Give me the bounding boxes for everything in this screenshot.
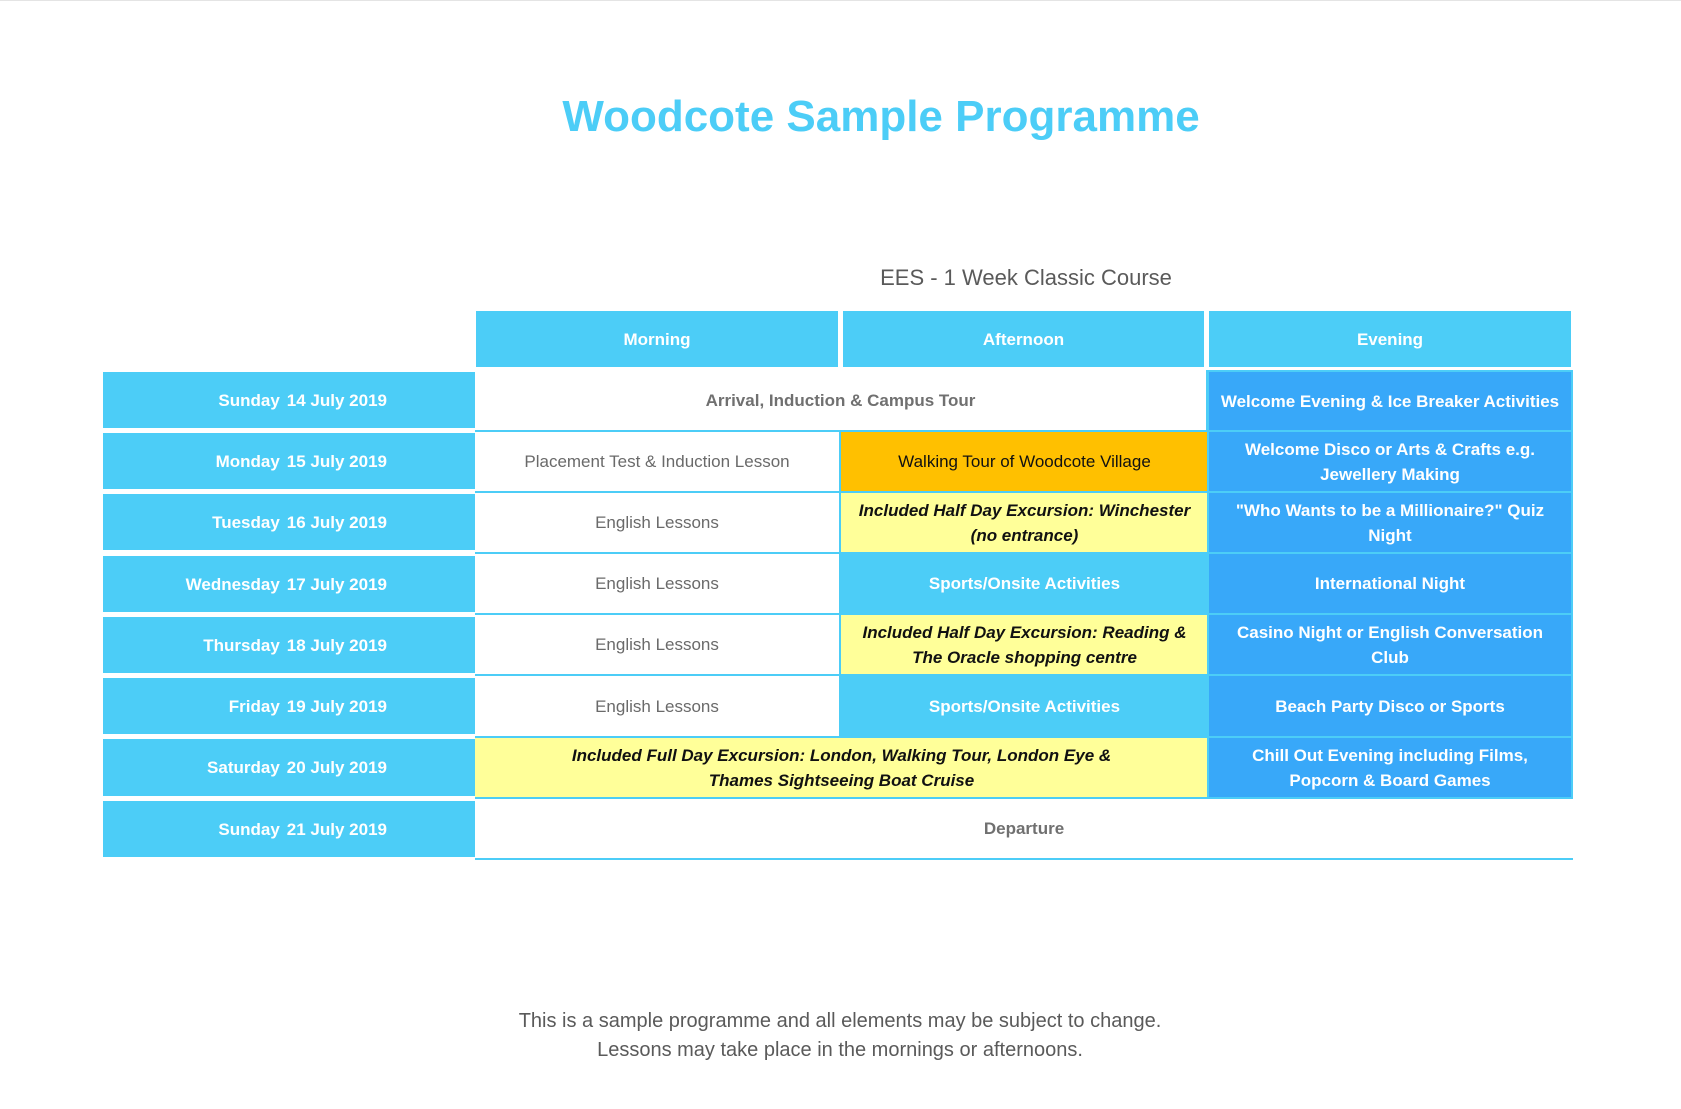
day-label: Friday 19 July 2019 (103, 678, 475, 734)
footer-line: Lessons may take place in the mornings o… (597, 1039, 1083, 1061)
day-label: Tuesday 16 July 2019 (103, 494, 475, 550)
activity-cell: International Night (1207, 554, 1573, 615)
day-name: Thursday (203, 635, 280, 655)
activity-cell: Placement Test & Induction Lesson (475, 432, 841, 493)
activity-cell: English Lessons (475, 554, 841, 615)
page-title: Woodcote Sample Programme (562, 92, 1200, 141)
day-name: Friday (228, 696, 280, 716)
day-name: Sunday (218, 819, 280, 839)
day-date: 15 July 2019 (286, 451, 387, 471)
day-name: Saturday (207, 758, 280, 777)
footer-note: This is a sample programme and all eleme… (470, 1007, 1210, 1065)
day-date: 20 July 2019 (286, 758, 387, 777)
activity-cell: Included Half Day Excursion: Winchester … (841, 493, 1208, 554)
day-name: Monday (215, 451, 280, 471)
activity-cell: Welcome Disco or Arts & Crafts e.g. Jewe… (1207, 432, 1573, 493)
header-evening: Evening (1209, 311, 1571, 367)
activity-cell: Sports/Onsite Activities (841, 676, 1208, 738)
day-date: 21 July 2019 (286, 819, 387, 839)
activity-cell: English Lessons (475, 493, 841, 554)
day-date: 18 July 2019 (286, 635, 387, 655)
day-name: Tuesday (212, 512, 280, 532)
activity-cell: "Who Wants to be a Millionaire?" Quiz Ni… (1207, 493, 1573, 554)
activity-cell: Welcome Evening & Ice Breaker Activities (1207, 370, 1573, 432)
activity-cell: Included Half Day Excursion: Reading & T… (841, 615, 1208, 676)
day-label: Wednesday 17 July 2019 (103, 556, 475, 612)
activity-cell: English Lessons (475, 615, 841, 676)
activity-cell: Beach Party Disco or Sports (1207, 676, 1573, 738)
day-label: Sunday 14 July 2019 (103, 372, 475, 428)
footer-line: This is a sample programme and all eleme… (518, 1010, 1162, 1032)
header-afternoon: Afternoon (843, 311, 1204, 367)
day-label: Sunday 21 July 2019 (103, 801, 475, 857)
day-date: 17 July 2019 (286, 574, 387, 594)
activity-cell: Arrival, Induction & Campus Tour (475, 370, 1208, 432)
header-morning: Morning (476, 311, 838, 367)
activity-cell: Walking Tour of Woodcote Village (841, 432, 1208, 493)
activity-cell: Casino Night or English Conversation Clu… (1207, 615, 1573, 676)
activity-cell: English Lessons (475, 676, 841, 738)
activity-cell: Chill Out Evening including Films, Popco… (1207, 738, 1573, 799)
activity-cell: Departure (475, 799, 1573, 860)
day-date: 14 July 2019 (286, 390, 387, 410)
day-label: Monday 15 July 2019 (103, 433, 475, 489)
activity-cell: Sports/Onsite Activities (841, 554, 1208, 615)
day-date: 16 July 2019 (286, 512, 387, 532)
day-label: Thursday 18 July 2019 (103, 617, 475, 673)
top-divider (0, 0, 1681, 1)
day-name: Sunday (218, 390, 280, 410)
day-date: 19 July 2019 (286, 696, 387, 716)
activity-cell: Included Full Day Excursion: London, Wal… (475, 738, 1208, 799)
course-title: EES - 1 Week Classic Course (880, 265, 1172, 290)
day-name: Wednesday (185, 574, 280, 594)
day-label: Saturday 20 July 2019 (103, 739, 475, 796)
